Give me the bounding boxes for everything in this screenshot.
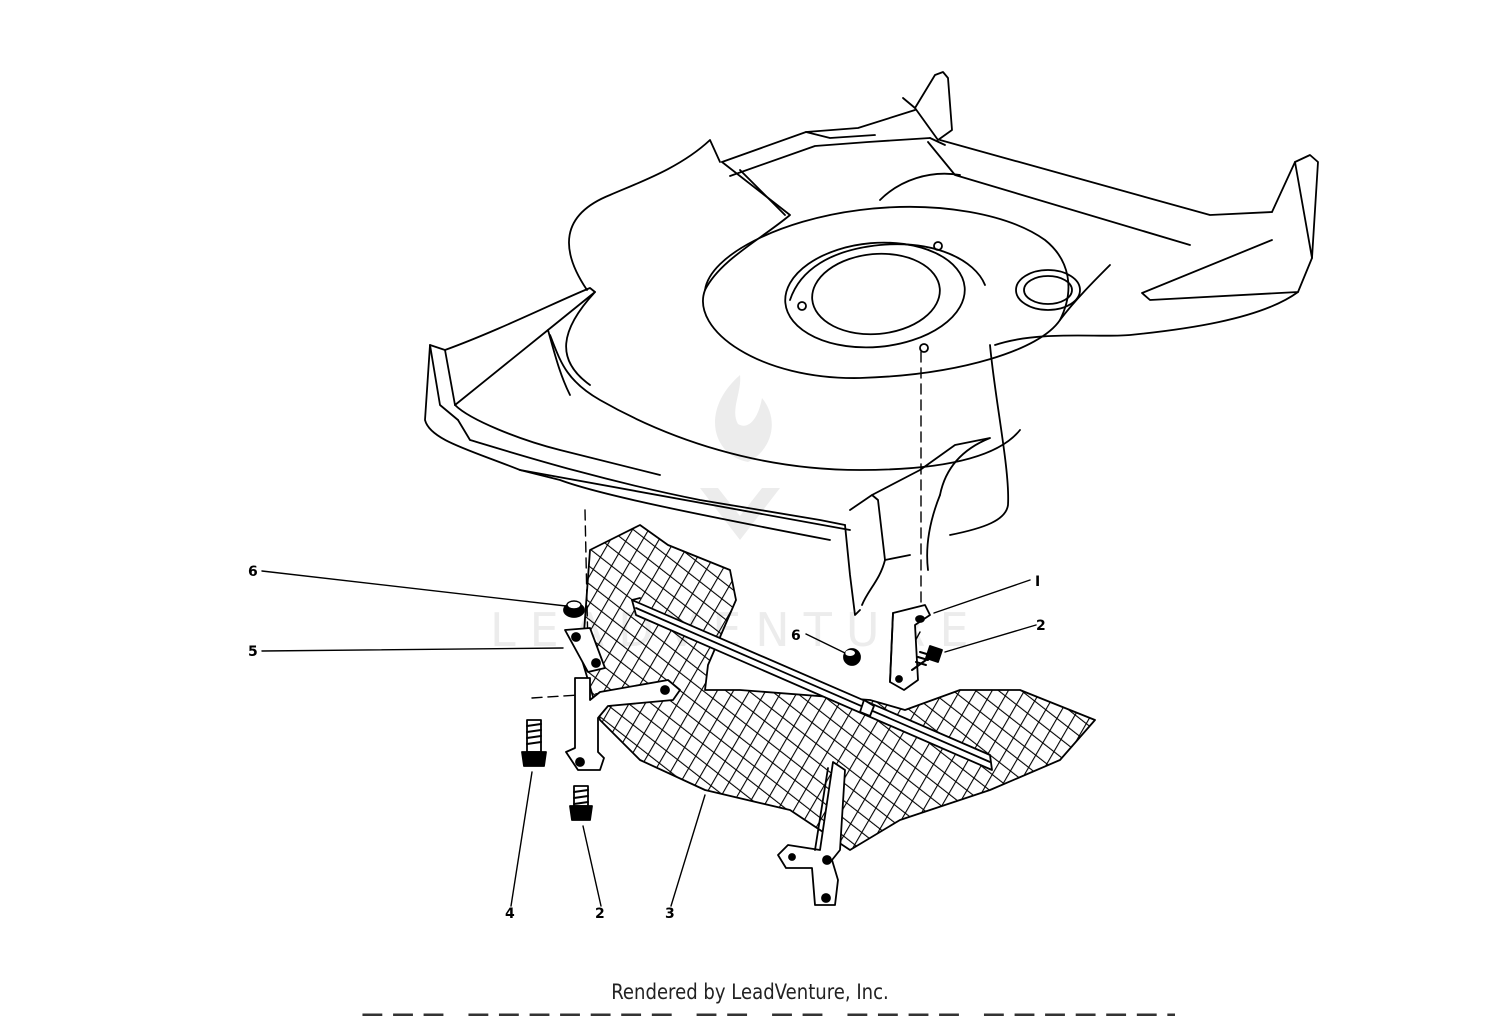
locknut-6-right [843,648,861,666]
mower-deck [424,71,1319,616]
bolt-4 [521,719,547,767]
left-support-bracket [565,677,681,771]
callout-1: I [1035,574,1040,590]
callout-2-left: 2 [595,906,605,922]
callout-labels: 6 5 I 2 6 4 2 3 [248,564,1046,922]
locknut-6-left [563,600,585,618]
clip [859,699,875,717]
callout-3: 3 [665,906,675,922]
motor-mount-plate [784,241,1081,353]
right-support-bracket [777,761,846,906]
bolt-2-right [911,645,943,671]
rendered-by-credit: Rendered by LeadVenture, Inc. [611,980,889,1004]
bracket-1 [889,604,931,691]
bolt-2-left [569,785,593,821]
leader-lines [261,570,1037,907]
footer-clipped-line: ▬▬▬ ▬▬▬▬▬▬▬ ▬▬ ▬▬ ▬▬▬▬ ▬▬▬▬▬▬▬ [360,1010,1175,1016]
callout-4: 4 [505,906,515,922]
callout-5: 5 [248,644,258,660]
mounting-rod [631,597,993,771]
callout-6-right: 6 [791,628,801,644]
bracket-5 [564,627,606,673]
grass-shield-mesh [581,524,1096,851]
callout-2-right: 2 [1036,618,1046,634]
callout-6-left: 6 [248,564,258,580]
